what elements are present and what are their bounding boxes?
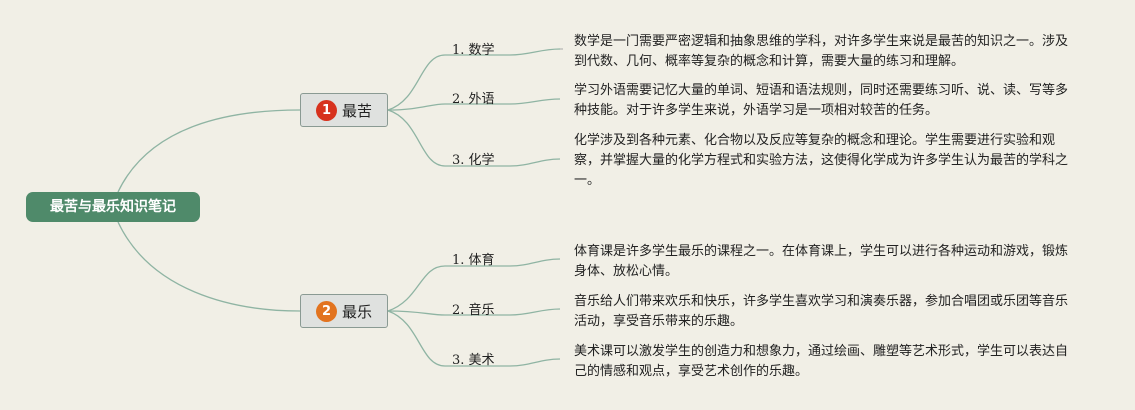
note-art: 美术课可以激发学生的创造力和想象力，通过绘画、雕塑等艺术形式，学生可以表达自己的…	[574, 344, 1069, 379]
connector-language-note	[509, 98, 561, 105]
note-language: 学习外语需要记忆大量的单词、短语和语法规则，同时还需要练习听、说、读、写等多种技…	[574, 83, 1069, 118]
leaf-node-art[interactable]: 3. 美术	[452, 353, 495, 368]
number-badge-icon: 1	[315, 99, 337, 121]
connector-root-to-hardest	[117, 109, 301, 193]
leaf-node-math[interactable]: 1. 数学	[452, 43, 495, 58]
connector-music-note	[509, 308, 561, 316]
leaf-node-music[interactable]: 2. 音乐	[452, 303, 495, 318]
branch-node-hardest[interactable]: 1 最苦	[300, 93, 388, 127]
number-badge-icon: 2	[315, 300, 337, 322]
connector-happiest-art	[387, 310, 510, 367]
connector-hardest-chemistry	[387, 109, 510, 167]
leaf-node-chemistry[interactable]: 3. 化学	[452, 153, 495, 168]
connector-math-note	[509, 48, 561, 56]
root-node-title[interactable]: 最苦与最乐知识笔记	[26, 192, 200, 222]
branch-node-happiest[interactable]: 2 最乐	[300, 294, 388, 328]
leaf-node-pe[interactable]: 1. 体育	[452, 253, 495, 268]
connector-happiest-music	[387, 310, 510, 316]
note-chemistry: 化学涉及到各种元素、化合物以及反应等复杂的概念和理论。学生需要进行实验和观察，并…	[574, 133, 1069, 188]
connector-happiest-pe	[387, 265, 510, 312]
connector-pe-note	[509, 258, 561, 267]
connector-chemistry-note	[509, 158, 561, 167]
branch-label: 最乐	[341, 302, 372, 321]
connector-hardest-language	[387, 103, 510, 111]
connector-root-to-happiest	[117, 221, 301, 312]
note-pe: 体育课是许多学生最乐的课程之一。在体育课上，学生可以进行各种运动和游戏，锻炼身体…	[574, 244, 1069, 279]
connector-hardest-math	[387, 54, 510, 111]
note-music: 音乐给人们带来欢乐和快乐，许多学生喜欢学习和演奏乐器，参加合唱团或乐团等音乐活动…	[574, 294, 1069, 329]
note-math: 数学是一门需要严密逻辑和抽象思维的学科，对许多学生来说是最苦的知识之一。涉及到代…	[574, 34, 1069, 69]
leaf-node-language[interactable]: 2. 外语	[452, 92, 495, 107]
branch-label: 最苦	[341, 101, 372, 120]
connector-art-note	[509, 358, 561, 367]
